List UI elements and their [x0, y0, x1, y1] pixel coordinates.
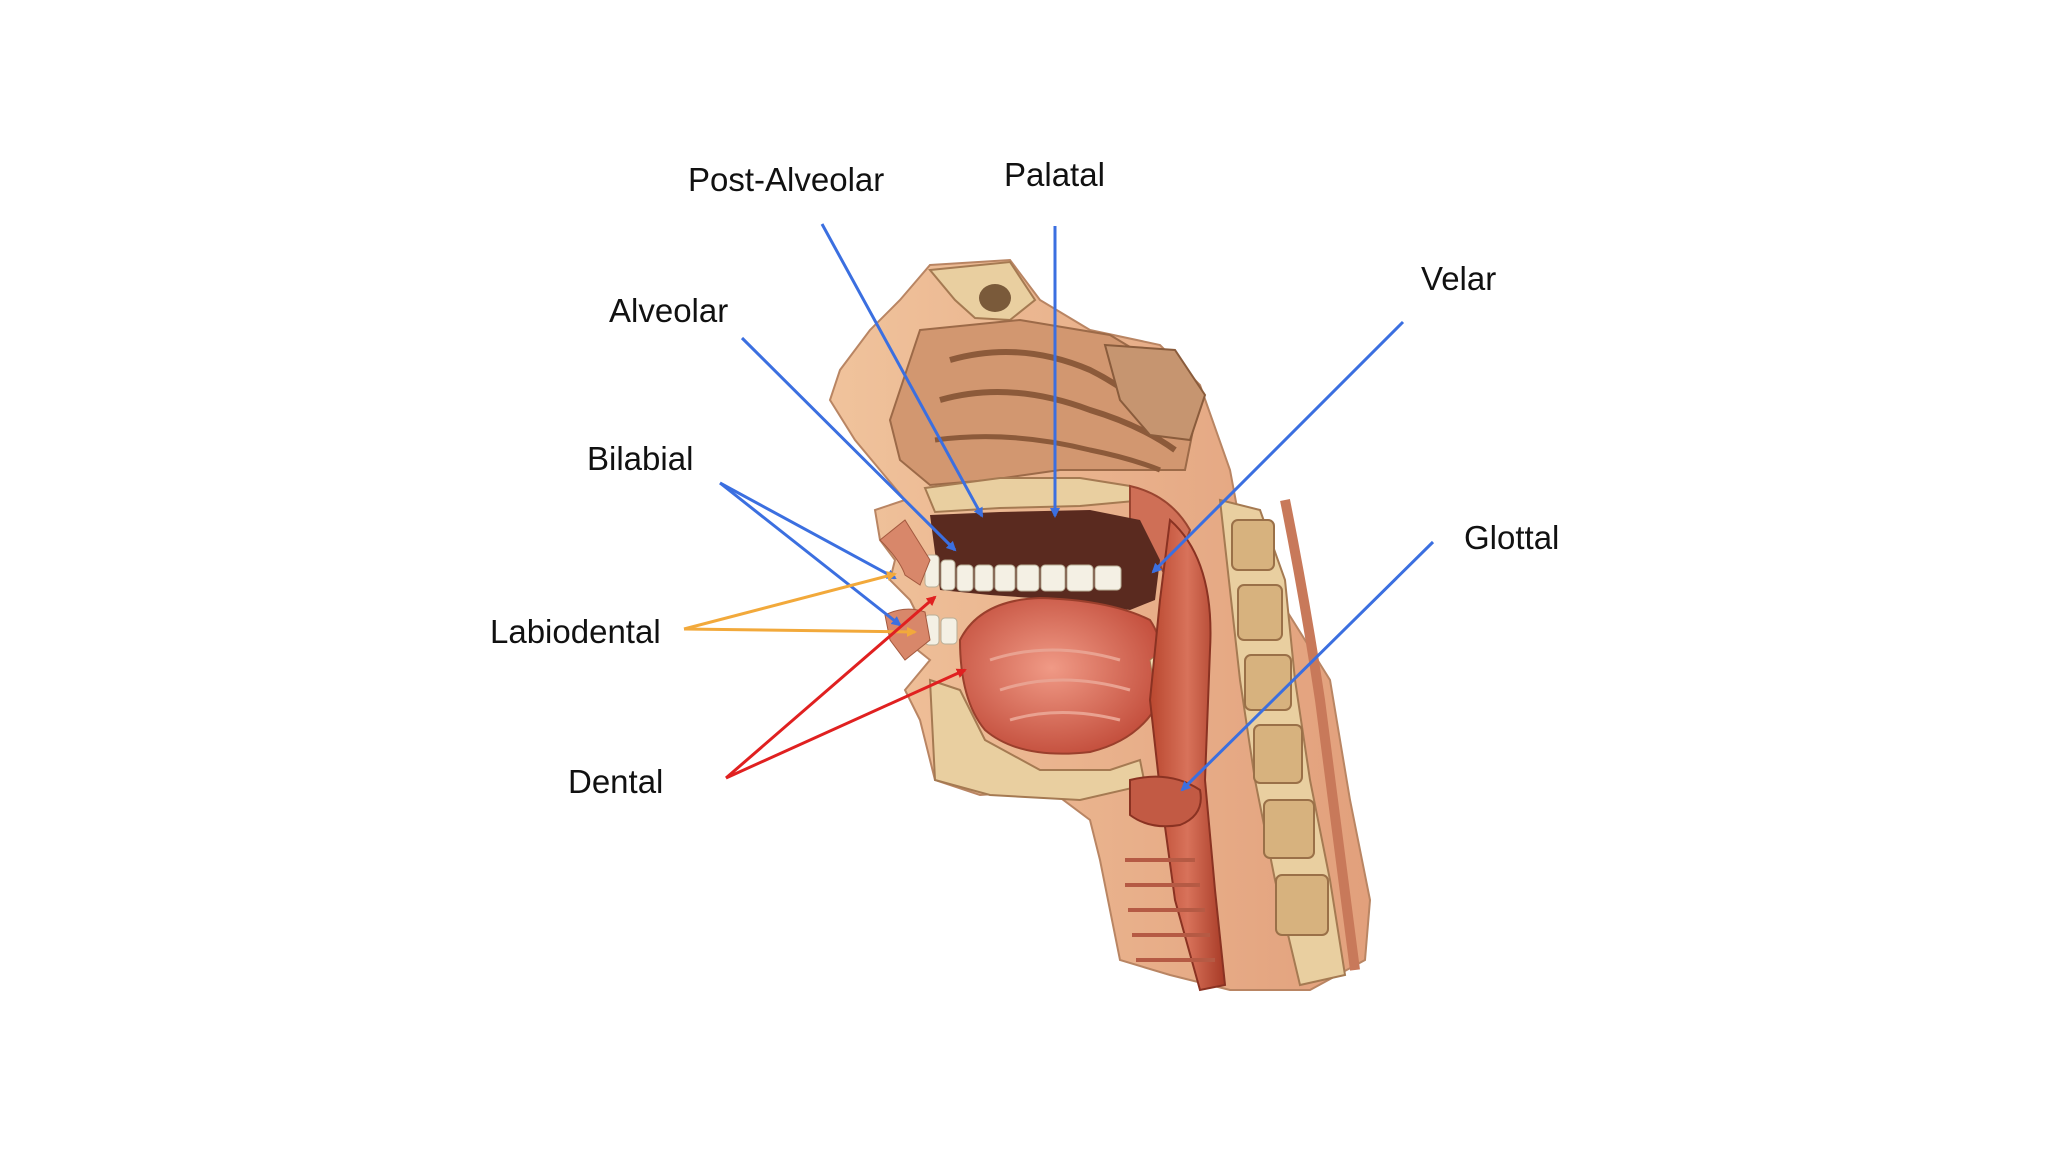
label-labiodental: Labiodental [490, 615, 661, 648]
larynx [1130, 777, 1201, 827]
label-alveolar: Alveolar [609, 294, 728, 327]
label-post-alveolar: Post-Alveolar [688, 163, 884, 196]
label-glottal: Glottal [1464, 521, 1559, 554]
label-bilabial: Bilabial [587, 442, 693, 475]
arrow-bilabial-lower [720, 483, 900, 625]
arrow-labiodental-upper [684, 574, 895, 629]
arrow-labiodental-lower [684, 629, 915, 632]
frontal-sinus [979, 284, 1011, 312]
label-velar: Velar [1421, 262, 1496, 295]
arrow-dental-upper [726, 597, 935, 778]
label-palatal: Palatal [1004, 158, 1105, 191]
label-dental: Dental [568, 765, 663, 798]
tongue [960, 598, 1163, 754]
arrow-bilabial-upper [720, 483, 895, 578]
